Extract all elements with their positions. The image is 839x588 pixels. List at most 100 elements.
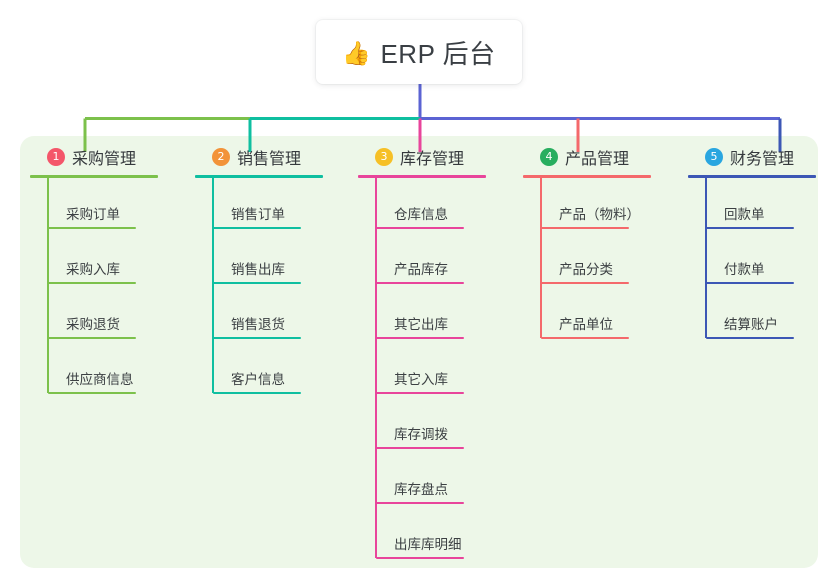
list-item-underline (376, 557, 464, 559)
column-underline (358, 175, 486, 178)
column-underline (195, 175, 323, 178)
list-item-label: 产品（物料） (559, 207, 640, 222)
list-item[interactable]: 其它入库 (358, 343, 518, 398)
list-item-label: 销售订单 (231, 207, 285, 222)
list-item-label: 库存盘点 (394, 482, 448, 497)
root-node[interactable]: 👍 ERP 后台 (316, 20, 522, 84)
list-item-label: 出库库明细 (394, 537, 462, 552)
list-item[interactable]: 客户信息 (195, 343, 355, 398)
column-spine (212, 178, 214, 393)
list-item-underline (706, 282, 794, 284)
list-item-underline (376, 337, 464, 339)
column-underline (523, 175, 651, 178)
list-item-label: 产品分类 (559, 262, 613, 277)
root-title-text: ERP 后台 (380, 38, 496, 69)
column-badge-icon: 2 (212, 148, 230, 166)
list-item-underline (541, 227, 629, 229)
column-1: 1 采购管理采购订单采购入库采购退货供应商信息 (30, 144, 190, 398)
list-item-underline (376, 227, 464, 229)
column-3: 3 库存管理仓库信息产品库存其它出库其它入库库存调拨库存盘点出库库明细 (358, 144, 518, 563)
list-item-label: 客户信息 (231, 372, 285, 387)
column-spine (375, 178, 377, 558)
list-item-label: 其它出库 (394, 317, 448, 332)
column-badge-icon: 5 (705, 148, 723, 166)
list-item[interactable]: 其它出库 (358, 288, 518, 343)
column-header-1[interactable]: 1 采购管理 (30, 144, 190, 170)
list-item-underline (376, 502, 464, 504)
list-item-underline (376, 392, 464, 394)
column-title: 库存管理 (400, 151, 465, 168)
list-item[interactable]: 产品单位 (523, 288, 683, 343)
list-item-underline (213, 392, 301, 394)
list-item-underline (48, 392, 136, 394)
list-item[interactable]: 产品（物料） (523, 178, 683, 233)
list-item-underline (376, 447, 464, 449)
column-items: 回款单付款单结算账户 (688, 178, 839, 343)
column-header-2[interactable]: 2 销售管理 (195, 144, 355, 170)
list-item[interactable]: 采购退货 (30, 288, 190, 343)
column-badge-icon: 3 (375, 148, 393, 166)
list-item-underline (213, 337, 301, 339)
list-item-label: 库存调拨 (394, 427, 448, 442)
list-item-label: 产品单位 (559, 317, 613, 332)
column-badge-icon: 1 (47, 148, 65, 166)
list-item-label: 销售出库 (231, 262, 285, 277)
list-item[interactable]: 仓库信息 (358, 178, 518, 233)
list-item-label: 销售退货 (231, 317, 285, 332)
list-item-label: 仓库信息 (394, 207, 448, 222)
list-item-underline (706, 227, 794, 229)
list-item-underline (48, 282, 136, 284)
column-title: 财务管理 (730, 151, 795, 168)
list-item[interactable]: 产品分类 (523, 233, 683, 288)
column-header-5[interactable]: 5 财务管理 (688, 144, 839, 170)
column-underline (688, 175, 816, 178)
list-item[interactable]: 采购订单 (30, 178, 190, 233)
column-4: 4 产品管理产品（物料） 产品分类产品单位 (523, 144, 683, 343)
list-item[interactable]: 采购入库 (30, 233, 190, 288)
list-item-label: 产品库存 (394, 262, 448, 277)
list-item-label: 采购退货 (66, 317, 120, 332)
list-item[interactable]: 销售订单 (195, 178, 355, 233)
list-item-label: 供应商信息 (66, 372, 134, 387)
list-item-label: 回款单 (724, 207, 765, 222)
thumbs-up-icon: 👍 (342, 39, 372, 66)
column-items: 采购订单采购入库采购退货供应商信息 (30, 178, 190, 398)
list-item-underline (376, 282, 464, 284)
list-item[interactable]: 销售出库 (195, 233, 355, 288)
column-spine (540, 178, 542, 338)
column-spine (47, 178, 49, 393)
list-item[interactable]: 供应商信息 (30, 343, 190, 398)
column-title: 采购管理 (72, 151, 137, 168)
list-item-label: 采购订单 (66, 207, 120, 222)
column-items: 产品（物料） 产品分类产品单位 (523, 178, 683, 343)
list-item[interactable]: 销售退货 (195, 288, 355, 343)
list-item[interactable]: 产品库存 (358, 233, 518, 288)
list-item-label: 付款单 (724, 262, 765, 277)
list-item-label: 采购入库 (66, 262, 120, 277)
list-item[interactable]: 回款单 (688, 178, 839, 233)
list-item[interactable]: 出库库明细 (358, 508, 518, 563)
column-title: 销售管理 (237, 151, 302, 168)
list-item-underline (213, 227, 301, 229)
column-badge-icon: 4 (540, 148, 558, 166)
list-item[interactable]: 付款单 (688, 233, 839, 288)
column-underline (30, 175, 158, 178)
column-title: 产品管理 (565, 151, 630, 168)
column-items: 销售订单销售出库销售退货客户信息 (195, 178, 355, 398)
list-item[interactable]: 库存盘点 (358, 453, 518, 508)
list-item-underline (541, 337, 629, 339)
list-item[interactable]: 库存调拨 (358, 398, 518, 453)
list-item[interactable]: 结算账户 (688, 288, 839, 343)
list-item-underline (48, 227, 136, 229)
column-header-4[interactable]: 4 产品管理 (523, 144, 683, 170)
column-header-3[interactable]: 3 库存管理 (358, 144, 518, 170)
column-spine (705, 178, 707, 338)
list-item-underline (213, 282, 301, 284)
list-item-label: 结算账户 (724, 317, 778, 332)
list-item-label: 其它入库 (394, 372, 448, 387)
column-2: 2 销售管理销售订单销售出库销售退货客户信息 (195, 144, 355, 398)
column-items: 仓库信息产品库存其它出库其它入库库存调拨库存盘点出库库明细 (358, 178, 518, 563)
list-item-underline (541, 282, 629, 284)
list-item-underline (48, 337, 136, 339)
